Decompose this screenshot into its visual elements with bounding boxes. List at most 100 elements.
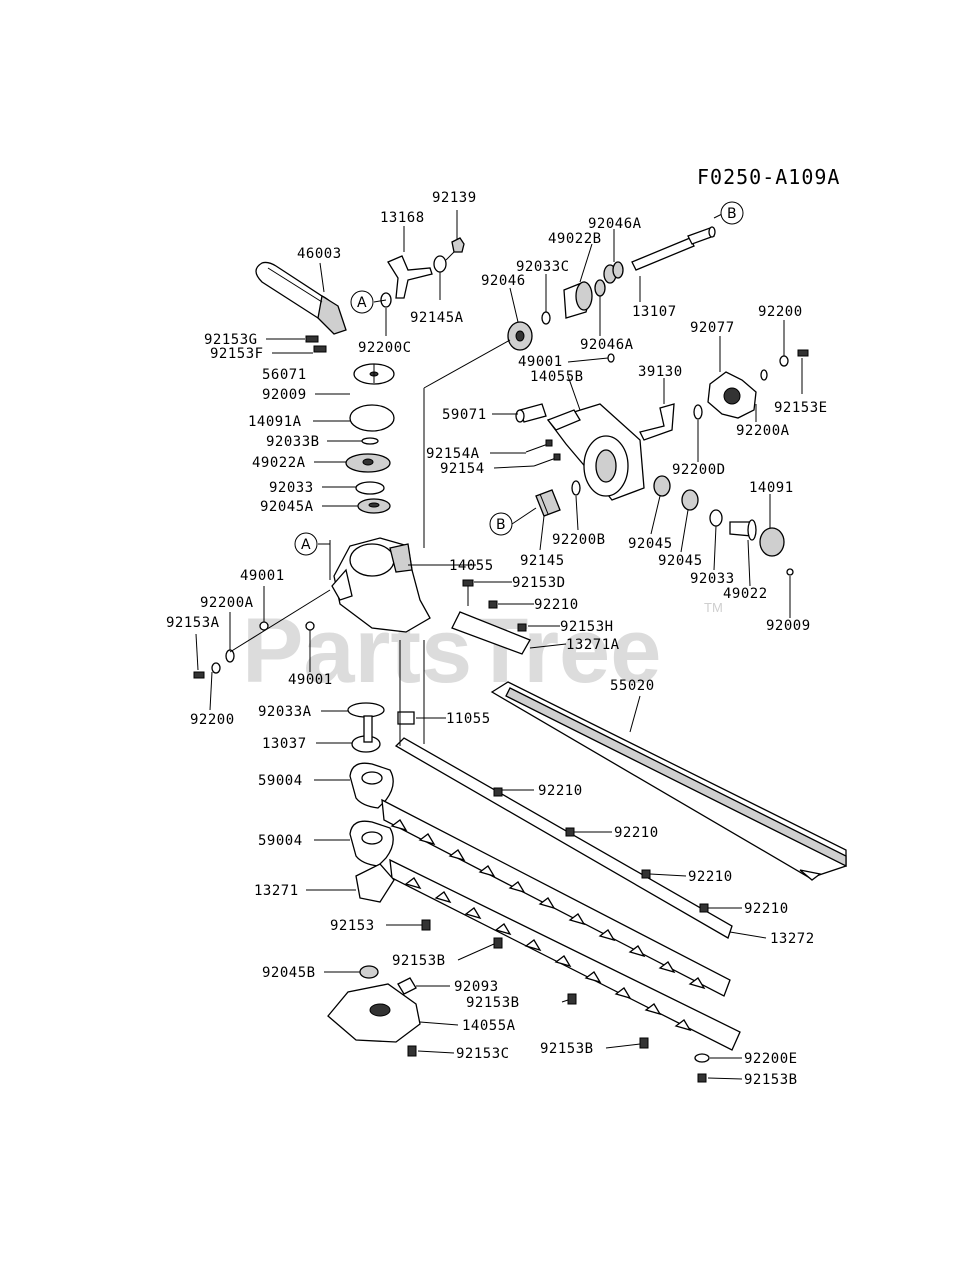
circlip-92033C[interactable]: [541, 311, 551, 325]
cover-14055A[interactable]: [327, 983, 421, 1043]
connector-59004-a[interactable]: [349, 762, 394, 809]
label-92046A-low[interactable]: 92046A: [580, 337, 634, 353]
blade-lower[interactable]: [389, 858, 741, 1051]
label-92200B[interactable]: 92200B: [552, 532, 606, 548]
bearing-92046A-lower[interactable]: [594, 279, 606, 297]
label-92077[interactable]: 92077: [690, 320, 735, 336]
label-92210-d[interactable]: 92210: [744, 901, 789, 917]
label-92153G[interactable]: 92153G: [204, 332, 258, 348]
label-49022[interactable]: 49022: [723, 586, 768, 602]
label-92033-right[interactable]: 92033: [690, 571, 735, 587]
bearing-92046[interactable]: [507, 321, 533, 351]
handle-46003[interactable]: [255, 261, 347, 335]
label-92045-a[interactable]: 92045: [628, 536, 673, 552]
clip-11055[interactable]: [397, 711, 415, 725]
label-39130[interactable]: 39130: [638, 364, 683, 380]
gear-49022[interactable]: [729, 519, 757, 541]
label-13271[interactable]: 13271: [254, 883, 299, 899]
nut-92139[interactable]: [451, 237, 465, 253]
label-13107[interactable]: 13107: [632, 304, 677, 320]
label-92033B[interactable]: 92033B: [266, 434, 320, 450]
label-92200[interactable]: 92200: [758, 304, 803, 320]
grip-59071[interactable]: [515, 403, 547, 423]
label-92153E[interactable]: 92153E: [774, 400, 828, 416]
label-92153D[interactable]: 92153D: [512, 575, 566, 591]
cap-14091[interactable]: [759, 527, 785, 557]
circlip-92033[interactable]: [355, 481, 385, 495]
spring-92145A[interactable]: [433, 251, 455, 273]
label-92009-right[interactable]: 92009: [766, 618, 811, 634]
gear-49022B[interactable]: [563, 281, 593, 319]
screw-92009-right[interactable]: [786, 568, 794, 576]
bolt-92153E[interactable]: [797, 349, 809, 357]
label-92145A[interactable]: 92145A: [410, 310, 464, 326]
label-49022A[interactable]: 49022A: [252, 455, 306, 471]
label-46003[interactable]: 46003: [297, 246, 342, 262]
label-13272[interactable]: 13272: [770, 931, 815, 947]
washer-92200D[interactable]: [693, 404, 703, 420]
label-49001-top[interactable]: 49001: [518, 354, 563, 370]
label-92153B-c[interactable]: 92153B: [540, 1041, 594, 1057]
blade-guard-55020[interactable]: [490, 681, 847, 881]
label-92046A-top[interactable]: 92046A: [588, 216, 642, 232]
label-49001-left[interactable]: 49001: [240, 568, 285, 584]
bearings-92045[interactable]: [653, 475, 699, 511]
label-92210-c[interactable]: 92210: [688, 869, 733, 885]
lever-13168[interactable]: [387, 255, 433, 299]
label-92153B-a[interactable]: 92153B: [392, 953, 446, 969]
label-92139[interactable]: 92139: [432, 190, 477, 206]
pin-92093[interactable]: [397, 977, 417, 995]
label-55020[interactable]: 55020: [610, 678, 655, 694]
label-92200A-left[interactable]: 92200A: [200, 595, 254, 611]
label-13271A[interactable]: 13271A: [566, 637, 620, 653]
label-49022B[interactable]: 49022B: [548, 231, 602, 247]
screws-92154A-92154[interactable]: [525, 439, 561, 467]
label-92210-top[interactable]: 92210: [534, 597, 579, 613]
label-59071[interactable]: 59071: [442, 407, 487, 423]
label-92009-left[interactable]: 92009: [262, 387, 307, 403]
label-13168[interactable]: 13168: [380, 210, 425, 226]
label-92045-b[interactable]: 92045: [658, 553, 703, 569]
label-14055B[interactable]: 14055B: [530, 369, 584, 385]
washer-92200[interactable]: [779, 355, 789, 367]
label-92153[interactable]: 92153: [330, 918, 375, 934]
blade-upper[interactable]: [381, 798, 731, 997]
label-11055[interactable]: 11055: [446, 711, 491, 727]
bolt-92153C[interactable]: [407, 1045, 417, 1057]
label-92153A[interactable]: 92153A: [166, 615, 220, 631]
pin-49001-top[interactable]: [607, 353, 615, 363]
label-13037[interactable]: 13037: [262, 736, 307, 752]
plate-13271A[interactable]: [451, 611, 531, 655]
blade-bolts[interactable]: [421, 787, 710, 1083]
circlip-92033A[interactable]: [347, 702, 385, 718]
gear-49022A[interactable]: [345, 453, 391, 473]
gear-case-14055[interactable]: [331, 537, 431, 633]
bearing-92045A[interactable]: [357, 498, 391, 514]
label-59004-b[interactable]: 59004: [258, 833, 303, 849]
label-92153B-b[interactable]: 92153B: [466, 995, 520, 1011]
shaft-13107[interactable]: [631, 226, 716, 271]
label-92033A[interactable]: 92033A: [258, 704, 312, 720]
label-56071[interactable]: 56071: [262, 367, 307, 383]
label-92033C[interactable]: 92033C: [516, 259, 570, 275]
label-92200A[interactable]: 92200A: [736, 423, 790, 439]
label-14091[interactable]: 14091: [749, 480, 794, 496]
label-92045A[interactable]: 92045A: [260, 499, 314, 515]
label-49001-mid[interactable]: 49001: [288, 672, 333, 688]
label-92210-a[interactable]: 92210: [538, 783, 583, 799]
label-92200-left[interactable]: 92200: [190, 712, 235, 728]
cap-14091A[interactable]: [349, 404, 395, 432]
knob-92077[interactable]: [707, 371, 757, 419]
nuts-92210-92153H[interactable]: [488, 600, 527, 632]
label-92210-b[interactable]: 92210: [614, 825, 659, 841]
washer-92200A[interactable]: [760, 369, 768, 381]
label-92093[interactable]: 92093: [454, 979, 499, 995]
label-92200D[interactable]: 92200D: [672, 462, 726, 478]
label-92145[interactable]: 92145: [520, 553, 565, 569]
label-92153C[interactable]: 92153C: [456, 1046, 510, 1062]
label-92154A[interactable]: 92154A: [426, 446, 480, 462]
spring-92145[interactable]: [535, 489, 561, 517]
label-92153F[interactable]: 92153F: [210, 346, 264, 362]
label-14055A[interactable]: 14055A: [462, 1018, 516, 1034]
label-92153B-d[interactable]: 92153B: [744, 1072, 798, 1088]
